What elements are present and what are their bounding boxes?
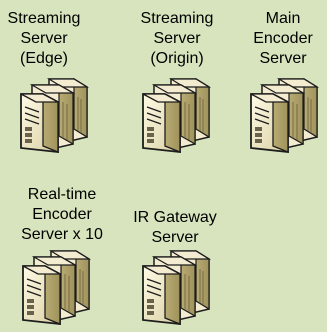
server-rack-icon [137, 74, 213, 154]
node-label-streaming-edge: Streaming Server (Edge) [7, 10, 81, 67]
node-label-main-encoder: Main Encoder Server [253, 10, 313, 67]
server-rack-icon [17, 246, 93, 326]
server-rack-icon [137, 246, 213, 326]
node-label-ir-gateway: IR Gateway Server [133, 209, 217, 246]
node-label-realtime-encoder: Real-time Encoder Server x 10 [21, 186, 103, 243]
node-label-streaming-origin: Streaming Server (Origin) [140, 10, 214, 67]
server-rack-icon [245, 74, 321, 154]
server-rack-icon [15, 74, 91, 154]
